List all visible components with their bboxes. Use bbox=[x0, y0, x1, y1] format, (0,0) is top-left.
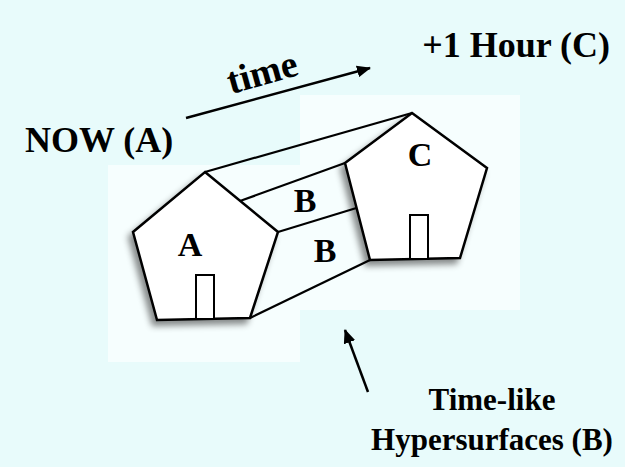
label-holder: Time-like Hypersurfaces (B) bbox=[361, 380, 623, 461]
pentagon-shape bbox=[345, 113, 487, 260]
backdrop-patch bbox=[108, 165, 300, 362]
label-holder: time bbox=[222, 44, 301, 100]
label-holder: B bbox=[294, 184, 317, 218]
door-symbol bbox=[196, 275, 214, 319]
node-letter-holder: C bbox=[408, 138, 433, 172]
door-symbol bbox=[410, 215, 428, 259]
time-marker: +1 Hour (C) bbox=[422, 25, 610, 65]
axis-label: time bbox=[222, 42, 302, 102]
face-letter: B bbox=[314, 232, 337, 269]
pentagon-shape bbox=[133, 172, 278, 320]
callout-text: Time-like Hypersurfaces (B) bbox=[371, 382, 613, 457]
face-letter: B bbox=[294, 182, 317, 219]
node-letter: C bbox=[408, 136, 433, 173]
label-holder: NOW (A) bbox=[25, 122, 173, 158]
house-outline bbox=[345, 113, 487, 260]
leader-arrow bbox=[345, 330, 368, 392]
house-face: A bbox=[133, 172, 278, 320]
time-marker: NOW (A) bbox=[25, 120, 173, 160]
house-face: C bbox=[345, 113, 487, 260]
house-outline bbox=[133, 172, 278, 320]
prism-edge bbox=[240, 163, 345, 201]
label-holder: B bbox=[314, 234, 337, 268]
node-letter: A bbox=[178, 226, 203, 263]
prism-edge bbox=[250, 260, 370, 318]
label-holder: +1 Hour (C) bbox=[422, 27, 610, 63]
node-letter-holder: A bbox=[178, 228, 203, 262]
